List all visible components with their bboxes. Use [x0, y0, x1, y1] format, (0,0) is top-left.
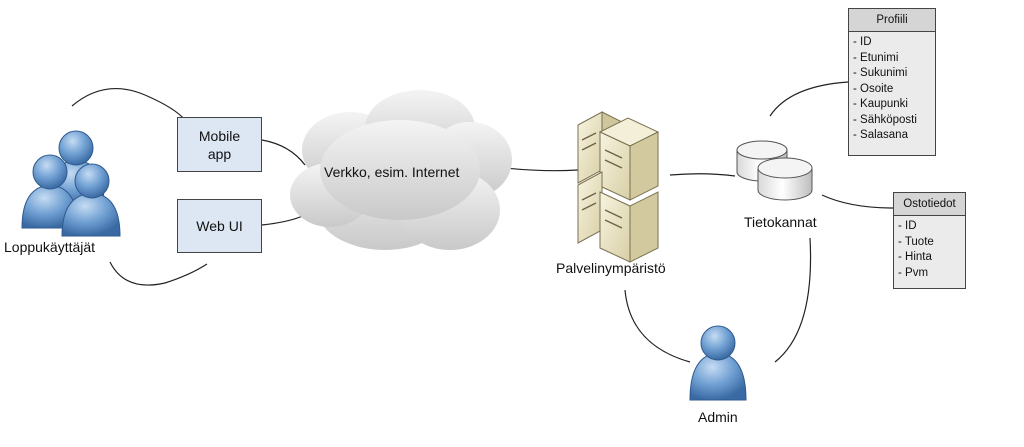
purchase-table-title: Ostotiedot	[894, 193, 965, 216]
network-label: Verkko, esim. Internet	[324, 164, 460, 180]
profile-field: - Sukunimi	[853, 67, 908, 79]
connector-lines	[71, 81, 894, 363]
profile-field: - Osoite	[853, 82, 894, 95]
profile-field-list: - ID - Etunimi - Sukunimi - Osoite - Kaupunk…	[849, 32, 935, 147]
connector-server-admin	[624, 289, 691, 363]
connector-cloud-server	[504, 167, 579, 172]
profile-field: - Sähköposti	[853, 113, 917, 126]
profile-table-title: Profiili	[849, 9, 935, 32]
connector-mobile-cloud	[261, 139, 306, 166]
profile-field: - ID	[853, 36, 872, 48]
purchase-field: - Tuote	[898, 235, 934, 248]
purchase-field: - ID	[898, 220, 917, 232]
admin-icon	[689, 325, 747, 401]
connector-db-admin	[774, 237, 812, 363]
users-icon	[21, 130, 121, 237]
connector-server-db	[669, 173, 736, 177]
server-icon	[577, 111, 660, 263]
databases-label: Tietokannat	[744, 214, 817, 230]
profile-field: - Kaupunki	[853, 98, 908, 110]
network-cloud-icon	[290, 90, 512, 250]
connector-users-bottom	[109, 261, 208, 286]
connector-users-top	[71, 88, 186, 121]
database-icon	[736, 140, 813, 201]
web-ui-box: Web UI	[177, 199, 262, 253]
purchase-table: Ostotiedot - ID - Tuote - Hinta - Pvm	[893, 192, 966, 289]
purchase-field-list: - ID - Tuote - Hinta - Pvm	[894, 216, 965, 284]
connector-db-purchase	[821, 194, 894, 209]
connector-web-cloud	[261, 214, 306, 226]
users-label: Loppukäyttäjät	[4, 239, 96, 255]
purchase-field: - Pvm	[898, 266, 929, 279]
admin-label: Admin	[698, 409, 738, 425]
mobile-app-box: Mobile app	[177, 117, 262, 172]
server-label: Palvelinympäristö	[556, 260, 666, 276]
purchase-field: - Hinta	[898, 251, 932, 263]
profile-field: - Salasana	[853, 129, 908, 141]
profile-table: Profiili - ID - Etunimi - Sukunimi - Osoite…	[848, 8, 936, 156]
connector-db-profile	[769, 81, 849, 117]
profile-field: - Etunimi	[853, 51, 899, 64]
